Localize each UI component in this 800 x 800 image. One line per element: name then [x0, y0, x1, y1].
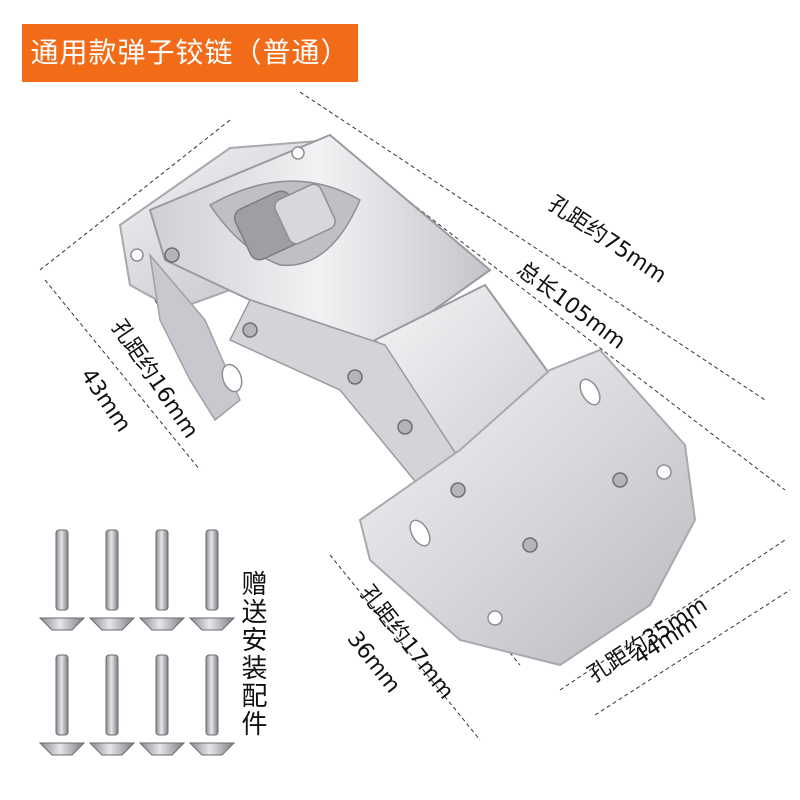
accessories-label: 赠送安装配件: [237, 570, 267, 738]
screw-set: [38, 529, 236, 756]
mounting-plate: [358, 348, 697, 667]
product-title-banner: 通用款弹子铰链（普通）: [22, 24, 358, 82]
